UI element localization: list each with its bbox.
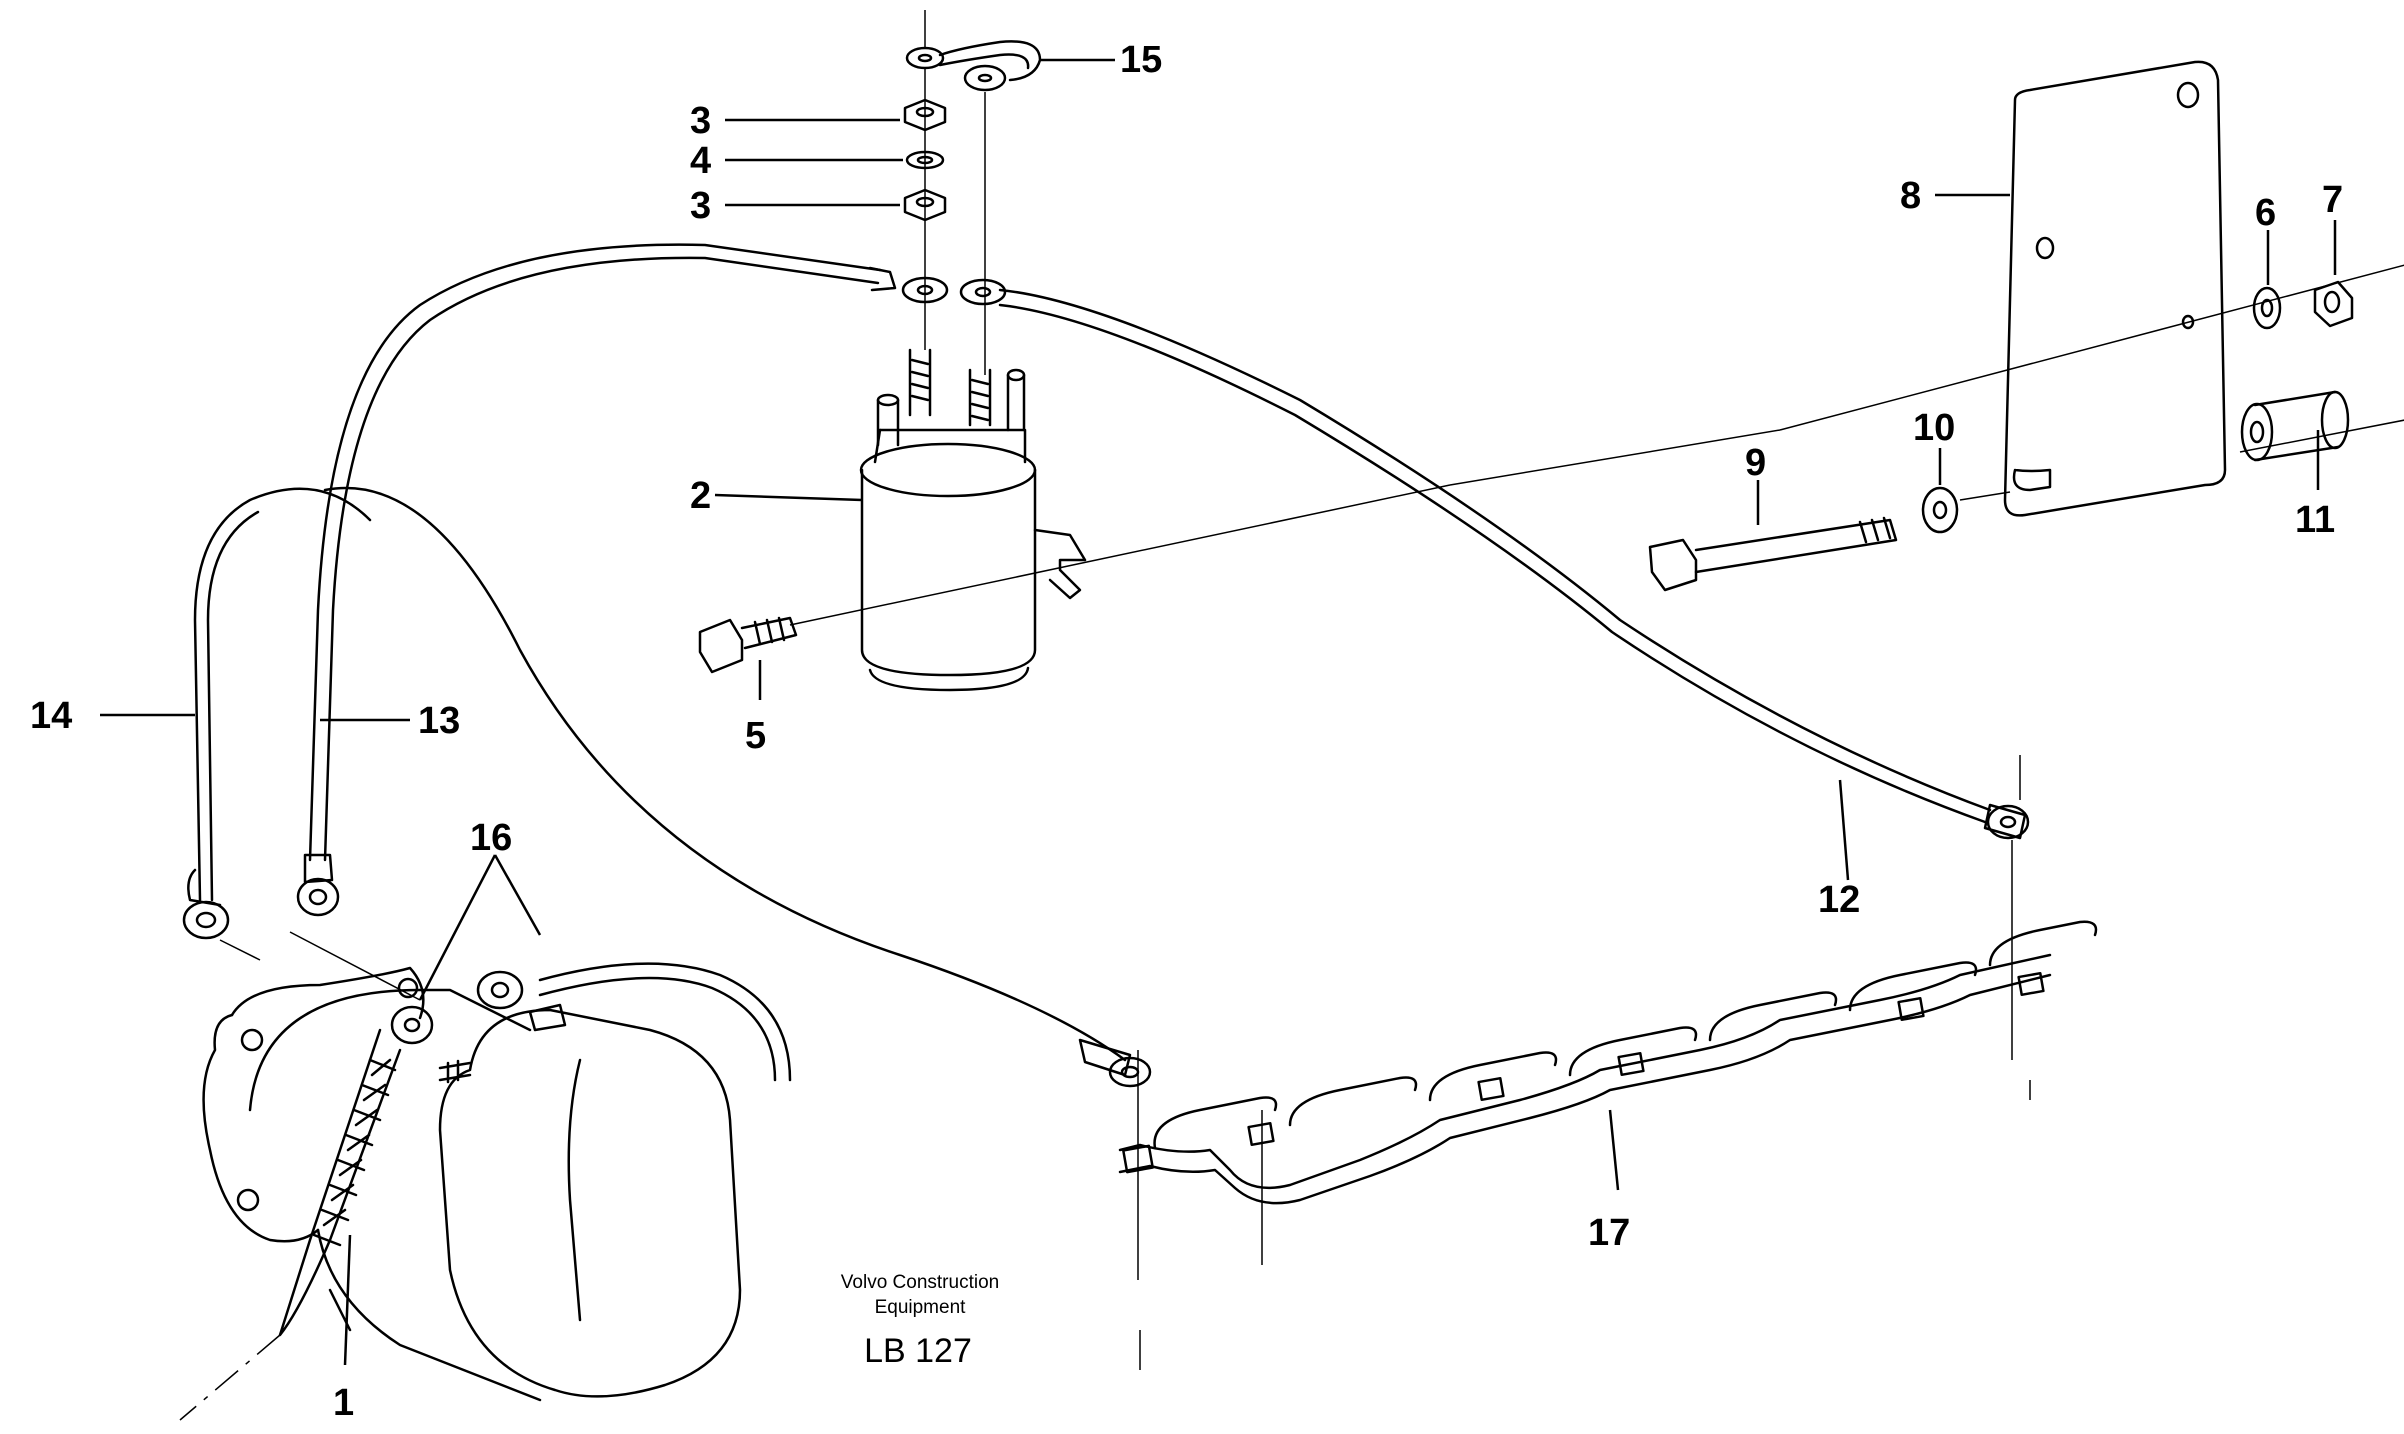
callout-16: 16 bbox=[470, 817, 512, 859]
ground-wire bbox=[323, 486, 1152, 1088]
relay bbox=[859, 348, 1087, 692]
callout-8: 8 bbox=[1900, 175, 1921, 217]
caption-company: Volvo Construction bbox=[841, 1272, 999, 1293]
callout-12: 12 bbox=[1818, 879, 1860, 921]
callout-2: 2 bbox=[690, 475, 711, 517]
diagram-code: LB 127 bbox=[864, 1332, 972, 1370]
cable-14 bbox=[182, 487, 372, 940]
callout-3-bottom: 3 bbox=[690, 185, 711, 227]
callout-17: 17 bbox=[1588, 1212, 1630, 1254]
callout-5: 5 bbox=[745, 715, 766, 757]
callout-14: 14 bbox=[30, 695, 72, 737]
cable-13 bbox=[296, 243, 897, 917]
washer-10 bbox=[1921, 486, 1959, 534]
callout-4: 4 bbox=[690, 140, 711, 182]
callouts: 1 2 3 4 3 5 6 7 8 9 10 11 12 13 14 15 16… bbox=[30, 39, 2343, 1424]
cable-16 bbox=[390, 962, 792, 1082]
caption-company-line2: Equipment bbox=[875, 1297, 967, 1318]
leader-lines bbox=[100, 58, 2337, 1366]
callout-9: 9 bbox=[1745, 442, 1766, 484]
cable-12 bbox=[998, 288, 2030, 840]
callout-13: 13 bbox=[418, 700, 460, 742]
callout-10: 10 bbox=[1913, 407, 1955, 449]
bracket-plate-8 bbox=[2003, 60, 2227, 517]
center-lines bbox=[179, 10, 2404, 1421]
callout-6: 6 bbox=[2255, 192, 2276, 234]
heater-motor bbox=[202, 966, 742, 1402]
cable-15 bbox=[905, 40, 1042, 92]
callout-7: 7 bbox=[2322, 179, 2343, 221]
bolt-5 bbox=[698, 616, 798, 674]
bolt-9 bbox=[1648, 516, 1898, 592]
callout-15: 15 bbox=[1120, 39, 1162, 81]
washer-6 bbox=[2252, 286, 2282, 330]
caption: Volvo Construction Equipment LB 127 bbox=[841, 1272, 999, 1370]
callout-1: 1 bbox=[333, 1382, 354, 1424]
nut-7 bbox=[2313, 280, 2354, 328]
heating-element-17 bbox=[1118, 920, 2098, 1205]
spacer-11 bbox=[2240, 390, 2350, 462]
callout-3-top: 3 bbox=[690, 100, 711, 142]
callout-11: 11 bbox=[2295, 499, 2335, 541]
